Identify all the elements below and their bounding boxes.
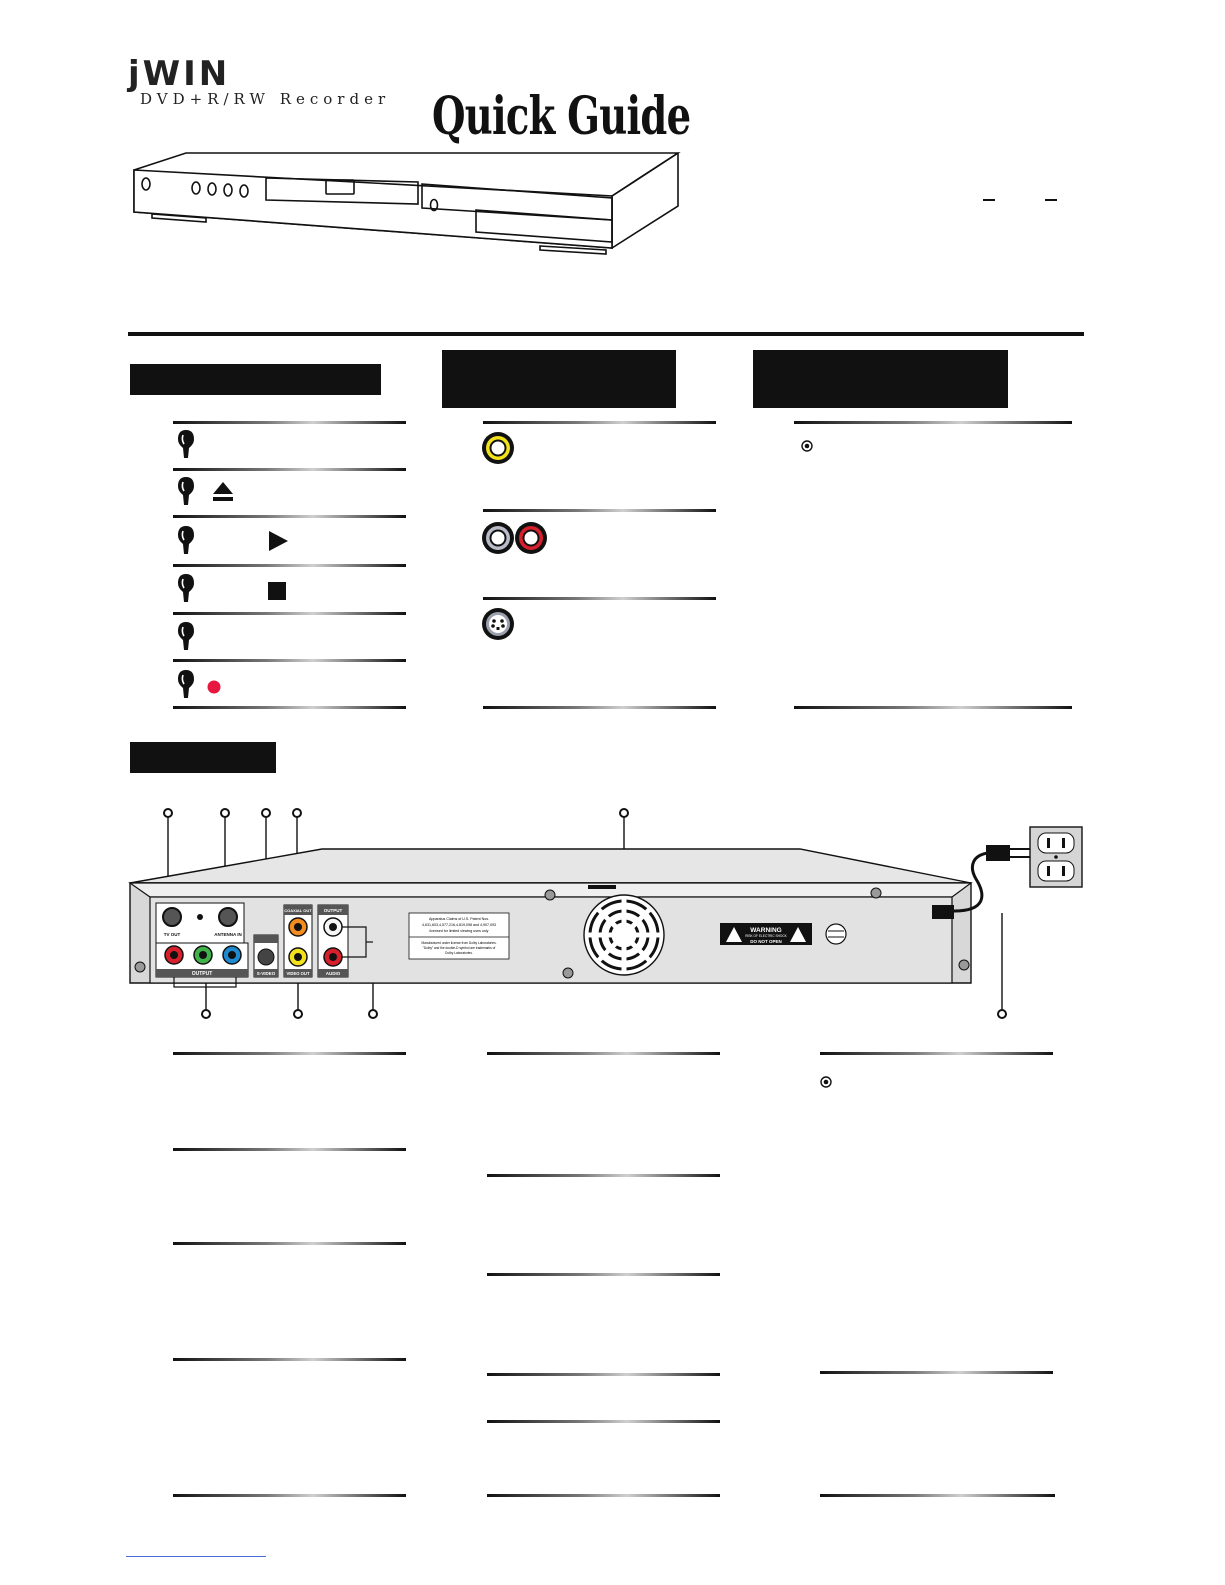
divider xyxy=(794,421,1072,424)
dvd-recorder-front-illustration xyxy=(133,152,681,255)
s-video-jack-icon xyxy=(482,608,514,640)
section-header-connections xyxy=(442,350,676,408)
divider xyxy=(487,1420,720,1423)
tv-out-label: TV OUT xyxy=(164,932,181,937)
decorative-dash xyxy=(983,199,995,201)
divider xyxy=(820,1052,1053,1055)
divider xyxy=(794,706,1072,709)
warning-line-2: DO NOT OPEN xyxy=(750,939,782,944)
divider xyxy=(487,1273,720,1276)
audio-output-label: OUTPUT xyxy=(324,908,343,913)
footer-link-underline[interactable] xyxy=(126,1556,266,1557)
divider xyxy=(173,468,406,471)
section-header-rear-panel xyxy=(130,742,276,773)
audio-label: AUDIO xyxy=(326,971,341,976)
warning-title: WARNING xyxy=(750,927,781,934)
stop-icon xyxy=(268,582,286,600)
divider xyxy=(487,1494,720,1497)
decorative-dash xyxy=(1045,199,1057,201)
audio-jack-white-icon xyxy=(482,522,514,554)
divider xyxy=(483,706,716,709)
divider xyxy=(820,1371,1053,1374)
divider xyxy=(487,1373,720,1376)
divider xyxy=(487,1174,720,1177)
play-icon xyxy=(269,531,288,551)
audio-jack-red-icon xyxy=(515,522,547,554)
divider xyxy=(820,1494,1055,1497)
patent-line-3: licensed for limited viewing uses only xyxy=(430,929,489,933)
page-title: Quick Guide xyxy=(432,86,691,147)
divider xyxy=(173,1494,406,1497)
bullet-icon xyxy=(820,1076,832,1088)
divider xyxy=(173,515,406,518)
divider xyxy=(173,1148,406,1151)
pointer-bulb-icon xyxy=(178,574,194,602)
divider xyxy=(483,597,716,600)
pointer-bulb-icon xyxy=(178,430,194,458)
wall-outlet-icon xyxy=(1029,826,1083,888)
divider xyxy=(173,659,406,662)
rear-panel-illustration: TV OUT ANTENNA IN OUTPUT S-VIDEO COAXIAL… xyxy=(128,808,1083,1019)
divider xyxy=(483,509,716,512)
pointer-bulb-icon xyxy=(178,670,194,698)
dolby-line-2: "Dolby" and the double-D symbol are trad… xyxy=(423,946,496,950)
coaxial-out-label: COAXIAL OUT xyxy=(284,908,312,913)
video-out-label: VIDEO OUT xyxy=(286,971,309,976)
antenna-in-label: ANTENNA IN xyxy=(214,932,242,937)
pointer-bulb-icon xyxy=(178,622,194,650)
divider xyxy=(173,1242,406,1245)
section-header-front-panel xyxy=(130,364,381,395)
dolby-line-1: Manufactured under license from Dolby La… xyxy=(421,941,496,945)
divider xyxy=(173,706,406,709)
component-output-label: OUTPUT xyxy=(192,971,213,977)
certification-mark-icon xyxy=(825,923,847,945)
divider xyxy=(173,612,406,615)
section-header-notes xyxy=(753,350,1008,408)
header-divider xyxy=(128,332,1084,336)
brand-logo: jWIN xyxy=(128,54,231,94)
divider xyxy=(173,1358,406,1361)
divider xyxy=(173,1052,406,1055)
patent-line-1: Apparatus Claims of U.S. Patent Nos. xyxy=(429,917,489,921)
divider xyxy=(173,564,406,567)
warning-line-1: RISK OF ELECTRIC SHOCK xyxy=(745,934,787,938)
divider xyxy=(483,421,716,424)
eject-icon xyxy=(213,482,233,501)
video-jack-yellow-icon xyxy=(482,432,514,464)
product-name: DVD+R/RW Recorder xyxy=(140,90,391,108)
record-icon xyxy=(207,680,221,694)
patent-line-2: 4,631,603,4,577,216,4,819,098 and 4,907,… xyxy=(422,923,496,927)
pointer-bulb-icon xyxy=(178,477,194,505)
bullet-icon xyxy=(801,440,813,452)
divider xyxy=(173,421,406,424)
s-video-label: S-VIDEO xyxy=(257,971,276,976)
divider xyxy=(487,1052,720,1055)
dolby-line-3: Dolby Laboratories. xyxy=(445,951,473,955)
pointer-bulb-icon xyxy=(178,526,194,554)
